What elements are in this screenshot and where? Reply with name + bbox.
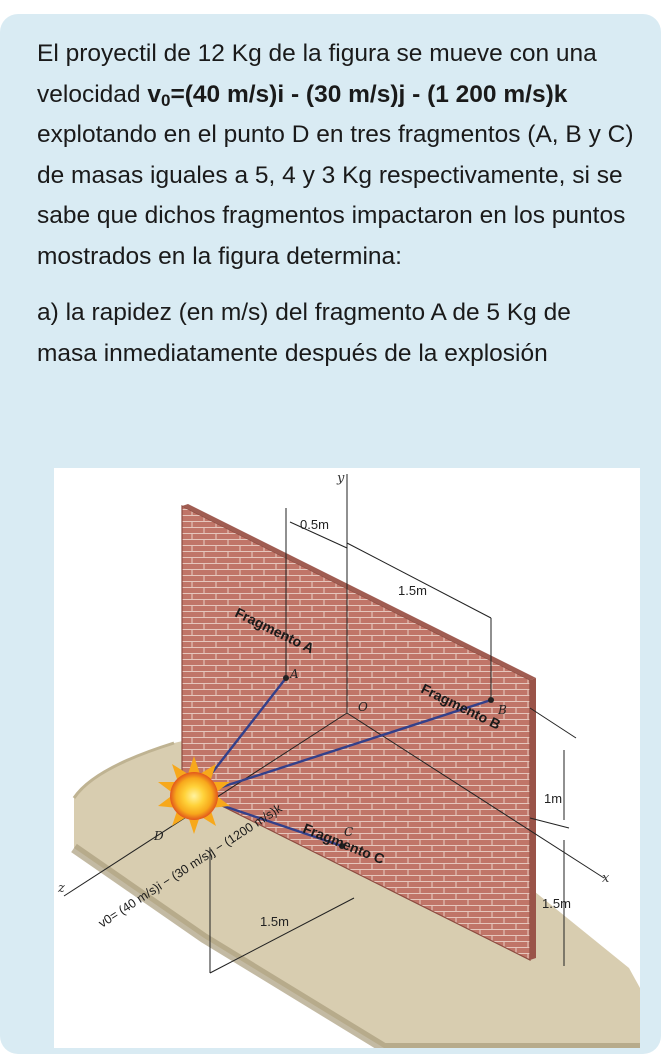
intro-text-after: explotando en el punto D en tres fragmen… (37, 121, 634, 270)
point-d-label: D (153, 829, 164, 843)
dim-1-5m-bottom: 1.5m (260, 914, 289, 929)
axis-y-label: y (336, 471, 345, 486)
point-o-label: O (358, 700, 368, 714)
problem-statement: El proyectil de 12 Kg de la figura se mu… (37, 34, 637, 374)
axis-z-label: z (57, 881, 65, 896)
dim-1m: 1m (544, 791, 562, 806)
dim-1-5m-right: 1.5m (542, 896, 571, 911)
point-a-marker (283, 675, 289, 681)
brick-wall (181, 504, 536, 961)
figure: y x z 0.5m 1.5m 1m 1.5m 1.5m (54, 468, 640, 1053)
point-b-marker (488, 697, 494, 703)
point-b-label: B (497, 703, 507, 717)
axis-x-label: x (602, 871, 610, 886)
velocity-subscript: 0 (160, 90, 171, 110)
dimension-lines (209, 508, 577, 974)
point-c-marker (339, 843, 345, 849)
dim-1-5m-top: 1.5m (398, 583, 427, 598)
dim-0-5m: 0.5m (300, 517, 329, 532)
velocity-expression: =(40 m/s)i - (30 m/s)j - (1 200 m/s)k (170, 80, 568, 108)
x-axis-line (346, 712, 605, 879)
problem-intro: El proyectil de 12 Kg de la figura se mu… (37, 34, 637, 277)
explosion-icon (158, 756, 230, 834)
point-c-label: C (344, 825, 353, 839)
initial-velocity: v0=(40 m/s)i - (30 m/s)j - (1 200 m/s)k (147, 80, 568, 110)
velocity-symbol: v (147, 80, 161, 108)
point-a-label: A (289, 667, 299, 681)
question-a: a) la rapidez (en m/s) del fragmento A d… (37, 299, 571, 367)
intro-text: El proyectil de 12 Kg de la figura se mu… (37, 40, 597, 108)
trajectory-b (193, 698, 492, 798)
figure-diagram: y x z 0.5m 1.5m 1m 1.5m 1.5m (57, 471, 640, 1053)
